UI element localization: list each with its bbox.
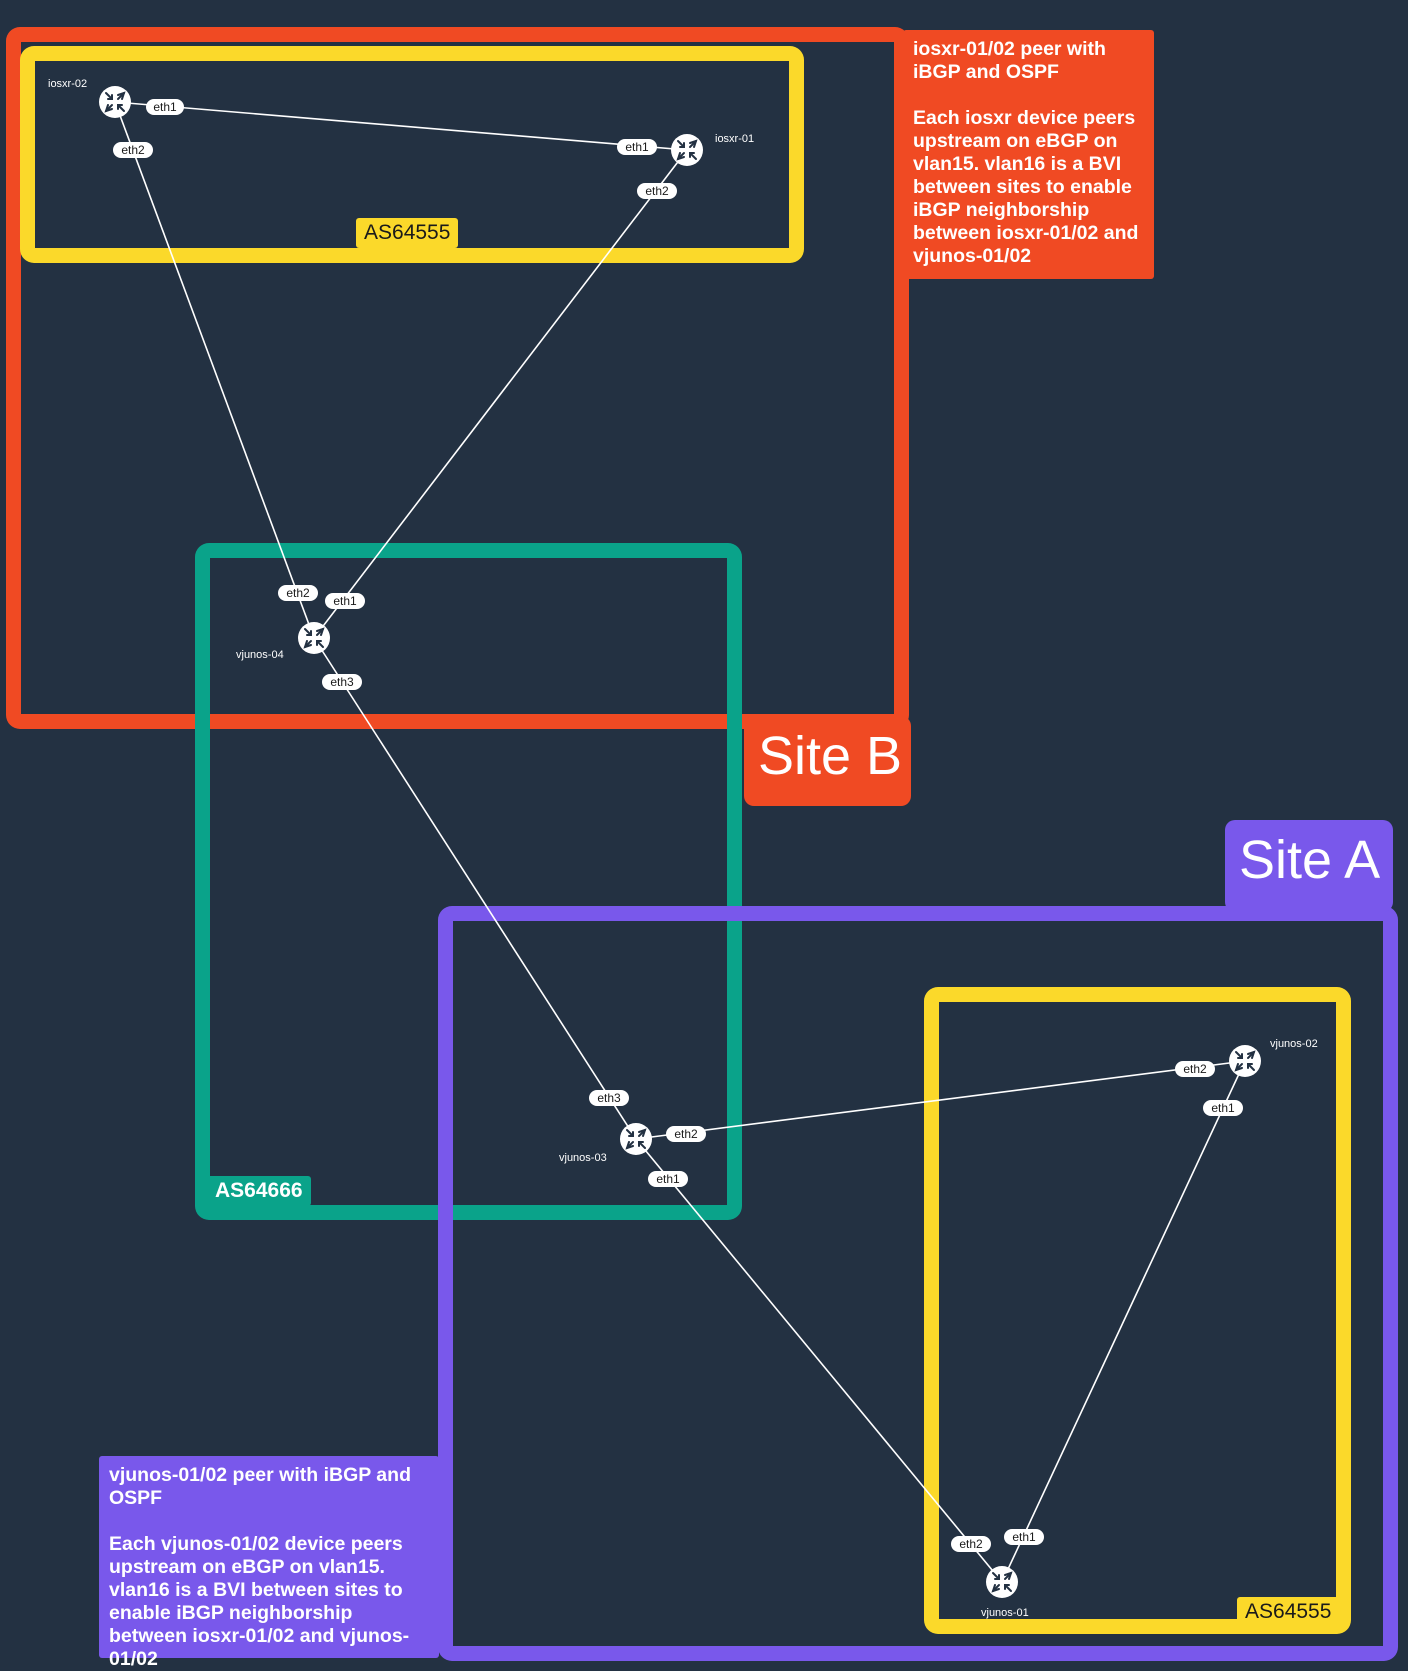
svg-text:eth2: eth2 (645, 184, 669, 198)
as64555-top-frame (20, 46, 804, 263)
node-vjunos-03[interactable]: vjunos-03 (559, 1122, 653, 1164)
svg-text:eth3: eth3 (597, 1091, 621, 1105)
node-vjunos-01[interactable]: vjunos-01 (981, 1565, 1029, 1619)
port-vjunos04-eth3: eth3 (322, 674, 362, 690)
as64666-frame (195, 543, 742, 1220)
port-vjunos01-eth1: eth1 (1004, 1529, 1044, 1545)
port-vjunos01-eth2: eth2 (951, 1536, 991, 1552)
site-b-label: Site B (744, 716, 911, 806)
svg-text:eth2: eth2 (121, 143, 145, 157)
port-vjunos03-eth2: eth2 (666, 1126, 706, 1142)
node-label: vjunos-03 (559, 1152, 607, 1164)
router-icon (297, 621, 331, 655)
port-vjunos04-eth2: eth2 (278, 585, 318, 601)
port-vjunos04-eth1: eth1 (325, 593, 365, 609)
site-b-frame (6, 27, 909, 729)
svg-text:eth1: eth1 (625, 140, 649, 154)
site-a-note: vjunos-01/02 peer with iBGP and OSPF Eac… (99, 1456, 439, 1670)
svg-text:eth2: eth2 (674, 1127, 698, 1141)
router-icon (670, 133, 704, 167)
link-iosxr02-vjunos04 (114, 101, 315, 639)
svg-text:eth1: eth1 (1012, 1530, 1036, 1544)
node-label: vjunos-02 (1270, 1038, 1318, 1050)
svg-text:eth2: eth2 (1183, 1062, 1207, 1076)
link-vjunos03-vjunos02 (635, 1060, 1246, 1140)
site-b-note: iosxr-01/02 peer with iBGP and OSPF Each… (903, 30, 1154, 279)
port-vjunos02-eth1: eth1 (1203, 1100, 1243, 1116)
link-iosxr02-iosxr01 (114, 101, 688, 151)
node-label: iosxr-02 (48, 78, 87, 90)
svg-text:eth2: eth2 (286, 586, 310, 600)
node-iosxr-01[interactable]: iosxr-01 (670, 133, 754, 167)
svg-text:eth2: eth2 (959, 1537, 983, 1551)
svg-text:eth1: eth1 (656, 1172, 680, 1186)
link-vjunos03-vjunos01 (635, 1138, 1003, 1583)
port-vjunos03-eth3: eth3 (589, 1090, 629, 1106)
node-vjunos-04[interactable]: vjunos-04 (236, 621, 331, 661)
port-iosxr01-eth1: eth1 (617, 139, 657, 155)
node-label: iosxr-01 (715, 133, 754, 145)
port-iosxr02-eth1: eth1 (146, 99, 184, 115)
node-label: vjunos-04 (236, 649, 284, 661)
link-vjunos04-vjunos03 (313, 637, 637, 1140)
port-vjunos02-eth2: eth2 (1175, 1061, 1215, 1077)
router-icon (985, 1565, 1019, 1599)
site-a-frame (438, 906, 1398, 1661)
svg-text:eth1: eth1 (153, 100, 177, 114)
svg-text:eth3: eth3 (330, 675, 354, 689)
port-vjunos03-eth1: eth1 (648, 1171, 688, 1187)
link-vjunos02-vjunos01 (1001, 1060, 1246, 1583)
as64555-bottom-frame (924, 987, 1351, 1634)
node-label: vjunos-01 (981, 1607, 1029, 1619)
router-icon (1228, 1044, 1262, 1078)
router-icon (619, 1122, 653, 1156)
site-a-label: Site A (1225, 820, 1393, 912)
as-label-green: AS64666 (207, 1176, 311, 1206)
svg-text:eth1: eth1 (333, 594, 357, 608)
svg-text:eth1: eth1 (1211, 1101, 1235, 1115)
router-icon (98, 85, 132, 119)
port-iosxr01-eth2: eth2 (637, 183, 677, 199)
node-vjunos-02[interactable]: vjunos-02 (1228, 1038, 1318, 1078)
link-iosxr01-vjunos04 (313, 149, 688, 639)
port-iosxr02-eth2: eth2 (113, 142, 153, 158)
as-label-bottom: AS64555 (1237, 1597, 1340, 1627)
node-iosxr-02[interactable]: iosxr-02 (48, 78, 132, 119)
as-label-top: AS64555 (356, 218, 459, 248)
